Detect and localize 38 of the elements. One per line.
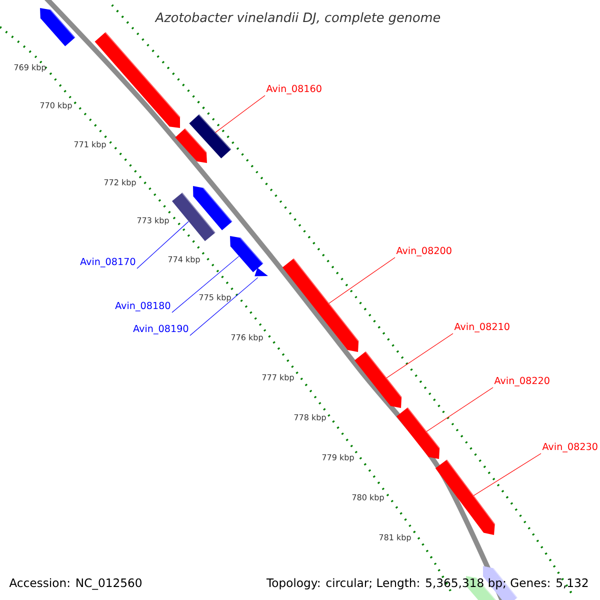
gene-feature	[40, 8, 76, 46]
leader-line	[473, 453, 542, 496]
gene-feature	[94, 32, 180, 128]
gene-label: Avin_08190	[133, 324, 188, 334]
leader-line	[215, 95, 266, 133]
gene-label: Avin_08160	[266, 84, 322, 94]
gene-feature	[175, 128, 207, 163]
gene-feature	[282, 258, 360, 352]
kbp-label: 780 kbp	[352, 494, 384, 502]
kbp-label: 774 kbp	[168, 256, 200, 264]
gene-label: Avin_08180	[115, 302, 170, 312]
gene-label: Avin_08210	[454, 322, 510, 332]
genome-info-text: Topology: circular; Length: 5,365,318 bp; Genes: 5,132	[266, 578, 588, 590]
leader-line	[426, 387, 494, 432]
gene-feature	[435, 459, 496, 535]
gene-feature	[230, 236, 264, 272]
gene-feature	[354, 351, 402, 408]
accession-text: Accession: NC_012560	[9, 578, 142, 590]
leader-line	[328, 257, 396, 304]
title: Azotobacter vinelandii DJ, complete genome	[154, 12, 440, 25]
gene-feature	[172, 192, 216, 242]
kbp-label: 772 kbp	[104, 179, 136, 187]
gene-feature	[396, 407, 440, 459]
kbp-label: 771 kbp	[74, 141, 106, 149]
gene-feature	[189, 114, 232, 158]
leader-line	[190, 277, 258, 336]
leader-line	[136, 221, 189, 269]
leader-line	[386, 333, 454, 378]
kbp-label: 775 kbp	[199, 294, 231, 302]
kbp-label: 777 kbp	[262, 374, 294, 382]
gene-label: Avin_08200	[396, 246, 452, 256]
gene-label: Avin_08170	[80, 258, 136, 268]
gene-feature	[254, 267, 268, 276]
gene-label: Avin_08220	[494, 376, 550, 386]
leader-line	[172, 256, 240, 313]
gene-feature	[193, 186, 232, 230]
gene-label: Avin_08230	[542, 442, 598, 452]
kbp-label: 779 kbp	[322, 454, 354, 462]
